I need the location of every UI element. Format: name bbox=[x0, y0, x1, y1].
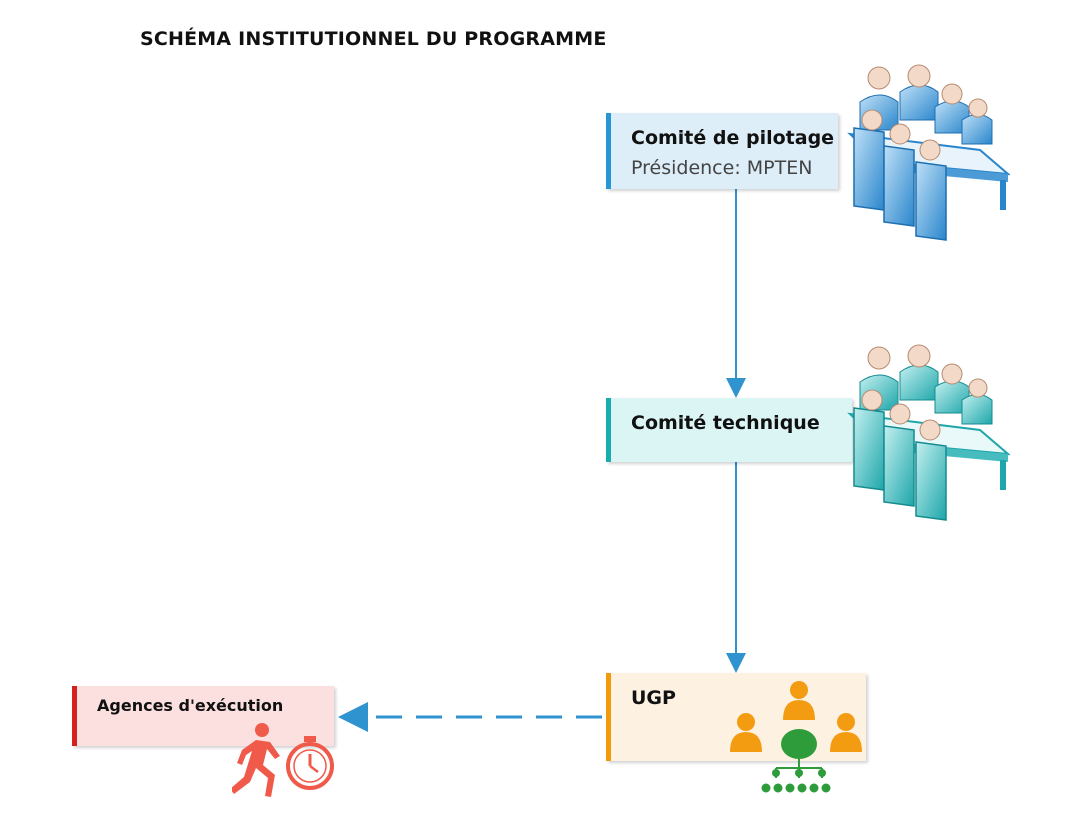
node-comite-pilotage[interactable]: Comité de pilotage Présidence: MPTEN bbox=[606, 113, 838, 189]
node-comite-technique-label: Comité technique bbox=[631, 412, 820, 434]
node-comite-pilotage-presidence: Présidence: MPTEN bbox=[631, 157, 813, 179]
node-comite-pilotage-label: Comité de pilotage bbox=[631, 127, 835, 149]
meeting-table-icon bbox=[847, 344, 1010, 521]
node-agences-execution[interactable]: Agences d'exécution bbox=[72, 686, 334, 746]
running-man-clock-icon bbox=[232, 723, 334, 797]
meeting-table-icon bbox=[847, 64, 1010, 241]
diagram-title: SCHÉMA INSTITUTIONNEL DU PROGRAMME bbox=[140, 28, 607, 50]
node-comite-technique[interactable]: Comité technique bbox=[606, 398, 852, 462]
org-chart-people-icon bbox=[730, 681, 862, 793]
node-agences-execution-label: Agences d'exécution bbox=[97, 696, 284, 715]
node-ugp-label: UGP bbox=[631, 687, 676, 709]
